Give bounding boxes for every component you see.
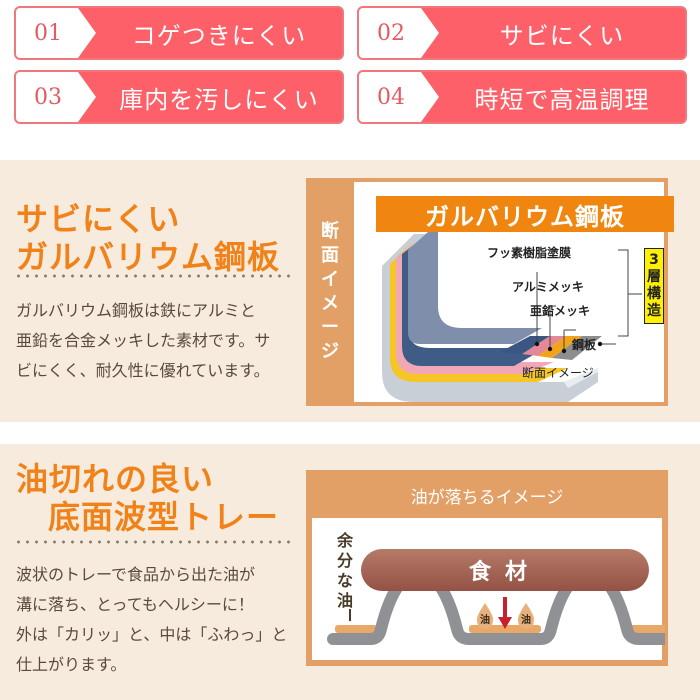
feature-number: 02	[377, 20, 405, 46]
excess-oil-label: 余 分 な 油	[335, 531, 355, 611]
feature-label: 庫内を汚しにくい	[119, 85, 319, 114]
section-heading-rust: サビにくい ガルバリウム鋼板	[16, 200, 280, 276]
three-layer-badge: 3 層 構 造	[644, 248, 664, 324]
cross-section-panel: 断 面 イ メ ー ジ ガルバリウム鋼板	[306, 178, 674, 406]
badge-char: 構	[647, 286, 661, 302]
body-line: ガルバリウム鋼板は鉄にアルミと	[16, 301, 256, 320]
steel-layer-illustration	[382, 232, 642, 402]
side-label-char: 断	[321, 221, 339, 242]
callout-zinc-plating: 亜鉛メッキ	[530, 304, 591, 318]
feature-label: サビにくい	[499, 21, 625, 50]
svg-text:油: 油	[521, 613, 531, 626]
callout-caption: 断面イメージ	[522, 366, 594, 380]
dotted-divider	[14, 274, 290, 278]
cross-section-side-label: 断 面 イ メ ー ジ	[308, 180, 352, 404]
oil-drop-right	[518, 603, 534, 629]
feature-number: 01	[34, 20, 62, 46]
section-body-oil: 波状のトレーで食品から出た油が 溝に落ち、とってもヘルシーに！ 外は「カリッ」と…	[16, 560, 306, 680]
callout-steel-plate: 鋼板	[572, 338, 597, 352]
number-tab	[16, 72, 96, 122]
badge-char: 造	[647, 303, 661, 319]
body-line: 外は「カリッ」と、中は「ふわっ」と	[16, 625, 288, 644]
feature-badge-03: 03 庫内を汚しにくい	[14, 70, 344, 124]
heading-line: ガルバリウム鋼板	[16, 238, 281, 276]
feature-badges: 01 コゲつきにくい 02 サビにくい 03 庫内を汚しにくい 04 時短で高温…	[0, 0, 700, 140]
feature-label: 時短で高温調理	[474, 85, 650, 114]
label-char: 油	[336, 591, 353, 610]
body-line: 亜鉛を合金メッキした素材です。サ	[16, 331, 271, 350]
oil-drain-panel: 油が落ちるイメージ 油 油 余 分 な 油 食材	[306, 470, 668, 666]
feature-number: 03	[34, 84, 62, 110]
oil-drain-title: 油が落ちるイメージ	[410, 487, 564, 508]
feature-badge-01: 01 コゲつきにくい	[14, 6, 344, 60]
food-item-bar: 食材	[361, 549, 649, 591]
number-tab	[16, 8, 96, 58]
feature-badge-04: 04 時短で高温調理	[357, 70, 687, 124]
number-tab	[359, 8, 439, 58]
dotted-divider	[14, 540, 290, 544]
callout-aluminum-plating: アルミメッキ	[512, 280, 584, 294]
galvalume-title: ガルバリウム鋼板	[376, 196, 674, 232]
section-heading-oil: 油切れの良い 底面波型トレー	[16, 460, 279, 536]
side-label-char: イ	[321, 269, 339, 290]
badge-char: 層	[647, 269, 661, 285]
side-label-char: 面	[321, 245, 339, 266]
label-char: 分	[336, 551, 353, 570]
feature-label: コゲつきにくい	[131, 21, 307, 50]
wave-tray-illustration: 油 油	[327, 567, 665, 645]
side-label-char: メ	[321, 293, 339, 314]
body-line: 溝に落ち、とってもヘルシーに！	[16, 595, 254, 614]
oil-drop-left	[477, 603, 493, 629]
heading-line: 底面波型トレー	[48, 498, 280, 536]
cross-section-diagram: ガルバリウム鋼板	[354, 182, 674, 402]
svg-text:油: 油	[480, 613, 490, 626]
heading-line: サビにくい	[16, 200, 181, 238]
number-tab	[359, 72, 439, 122]
heading-line: 油切れの良い	[16, 460, 215, 498]
callout-fluoro-coating: フッ素樹脂塗膜	[487, 246, 572, 260]
body-line: 仕上がります。	[16, 655, 127, 674]
body-line: ビにくく、耐久性に優れています。	[16, 361, 270, 380]
label-char: な	[336, 571, 353, 590]
section-body-rust: ガルバリウム鋼板は鉄にアルミと 亜鉛を合金メッキした素材です。サ ビにくく、耐久…	[16, 296, 306, 386]
feature-badge-02: 02 サビにくい	[357, 6, 687, 60]
side-label-char: ー	[321, 317, 339, 338]
side-label-char: ジ	[321, 341, 339, 362]
feature-number: 04	[377, 84, 405, 110]
badge-char: 3	[649, 252, 659, 268]
body-line: 波状のトレーで食品から出た油が	[16, 565, 256, 584]
label-char: 余	[336, 531, 353, 550]
